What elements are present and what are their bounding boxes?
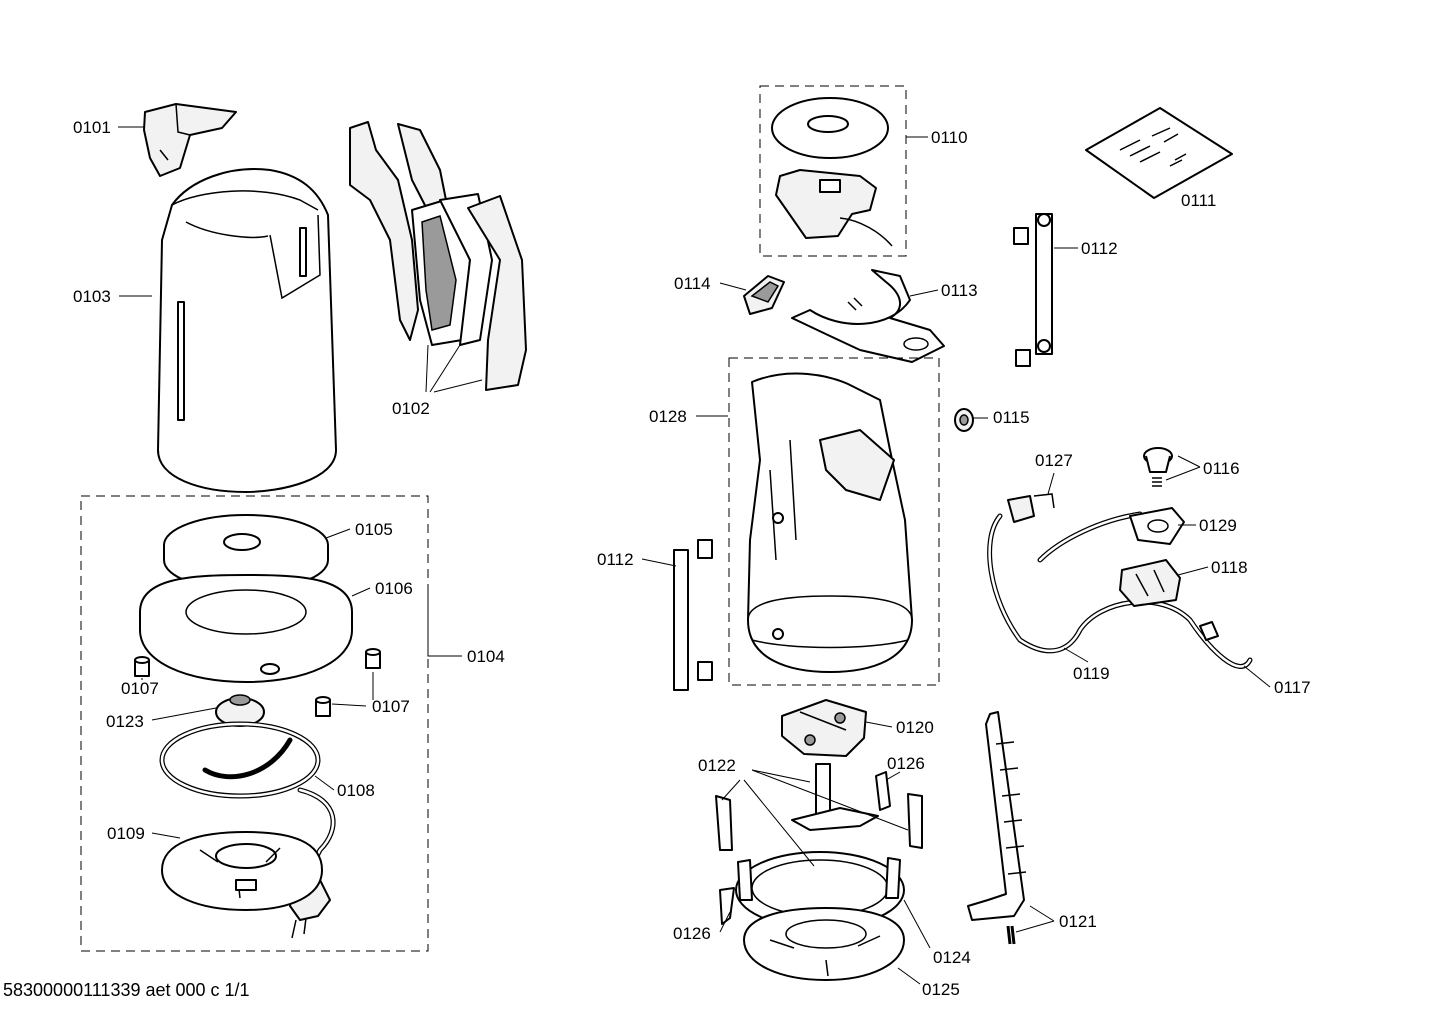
label-0127: 0127 (1035, 451, 1073, 470)
label-0122: 0122 (698, 756, 736, 775)
label-0101: 0101 (73, 118, 111, 137)
label-0107-left: 0107 (121, 679, 159, 698)
label-0112-left: 0112 (597, 550, 634, 569)
group-0110-outline (759, 85, 907, 257)
part-0120-drawing (781, 699, 867, 757)
label-0102: 0102 (392, 399, 430, 418)
label-0128: 0128 (649, 407, 687, 426)
label-0110: 0110 (931, 128, 968, 147)
part-0129-drawing (1129, 507, 1185, 545)
label-0119: 0119 (1073, 664, 1110, 683)
part-0106-drawing (139, 574, 353, 683)
label-0104: 0104 (467, 647, 505, 666)
label-0125: 0125 (922, 980, 960, 999)
label-0129: 0129 (1199, 516, 1237, 535)
label-0103: 0103 (73, 287, 111, 306)
label-0107-right: 0107 (372, 697, 410, 716)
label-0124: 0124 (933, 948, 971, 967)
label-0105: 0105 (355, 520, 393, 539)
label-0123: 0123 (106, 712, 144, 731)
label-0114: 0114 (674, 274, 711, 293)
group-0104-outline (80, 495, 429, 952)
part-labels: 0101 0103 0102 0105 0106 0104 0107 0107 … (73, 118, 1311, 999)
label-0118: 0118 (1211, 558, 1248, 577)
part-0103-drawing (157, 168, 337, 493)
part-0114-drawing (743, 275, 785, 315)
part-0121-drawing (967, 711, 1027, 945)
label-0126-bottom: 0126 (673, 924, 711, 943)
part-0118-drawing (1119, 559, 1181, 607)
part-0109-drawing (161, 831, 323, 911)
part-0123-drawing (215, 694, 265, 727)
label-0116: 0116 (1203, 459, 1240, 478)
label-0117: 0117 (1274, 678, 1311, 697)
part-0127-drawing (1007, 493, 1055, 523)
part-0102-drawing (349, 121, 527, 391)
label-0111: 0111 (1181, 191, 1216, 210)
document-footer: 58300000111339 aet 000 c 1/1 (3, 980, 250, 1000)
part-0101-drawing (143, 103, 237, 177)
label-0115: 0115 (993, 408, 1030, 427)
part-0110-drawing (771, 97, 893, 247)
label-0108: 0108 (337, 781, 375, 800)
label-0121: 0121 (1059, 912, 1097, 931)
label-0113: 0113 (941, 281, 978, 300)
part-0115-drawing (954, 408, 974, 432)
part-0125-drawing (743, 907, 905, 981)
part-0107-drawing (134, 648, 381, 717)
part-0128-drawing (747, 372, 913, 673)
label-0109: 0109 (107, 824, 145, 843)
part-0112-left-drawing (673, 539, 713, 691)
part-0112-right-drawing (1013, 213, 1053, 367)
group-0128-outline (728, 357, 940, 686)
part-0113-drawing (791, 269, 945, 363)
label-0126-top: 0126 (887, 754, 925, 773)
leader-lines (118, 126, 1271, 985)
label-0112-right: 0112 (1081, 239, 1118, 258)
part-0116-drawing (1143, 447, 1173, 487)
part-0119-drawing (987, 511, 1253, 669)
part-0117-drawing (1199, 621, 1219, 641)
part-0111-drawing (1085, 107, 1233, 199)
label-0106: 0106 (375, 579, 413, 598)
label-0120: 0120 (896, 718, 934, 737)
part-0126-drawing (719, 771, 891, 925)
